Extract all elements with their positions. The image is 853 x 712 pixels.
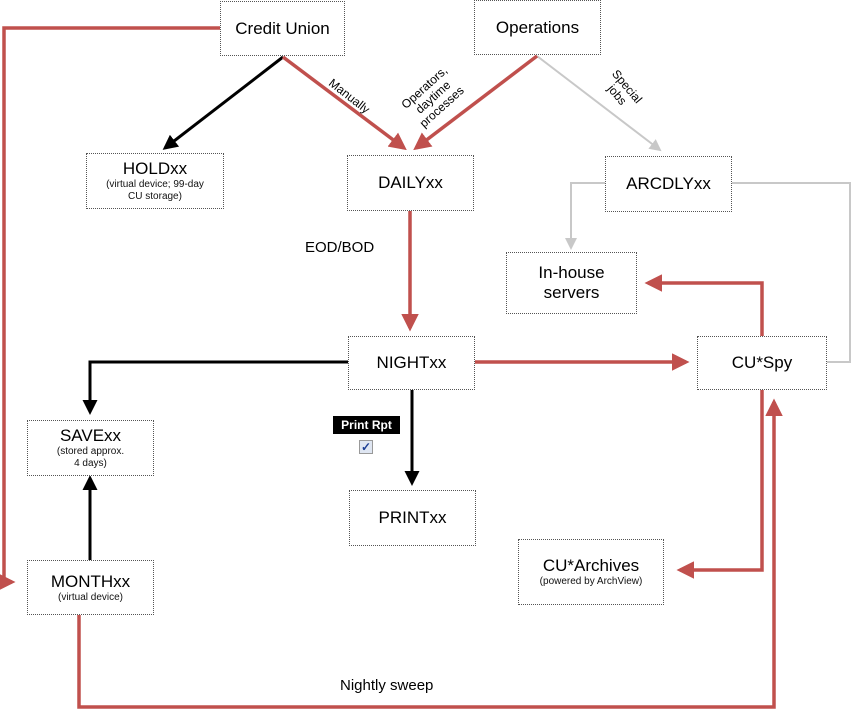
node-title: CU*Archives [542,556,640,575]
node-monthxx[interactable]: MONTHxx (virtual device) [27,560,154,615]
edge-operations-arcdly [536,55,662,152]
edge-month-cuspy [77,398,783,709]
node-subtitle: 4 days) [74,458,107,469]
node-title: CU*Spy [731,353,793,372]
node-subtitle: (stored approx. [56,446,125,457]
edge-arcdly-cuspy [731,182,851,368]
node-printxx[interactable]: PRINTxx [349,490,476,546]
node-nightxx[interactable]: NIGHTxx [348,336,475,390]
node-savexx[interactable]: SAVExx (stored approx. 4 days) [27,420,154,476]
print-rpt-badge: Print Rpt [333,416,400,434]
edge-ops-daily [413,54,539,151]
node-arcdlyxx[interactable]: ARCDLYxx [605,156,732,212]
node-title: servers [543,283,600,302]
label-nightly-sweep: Nightly sweep [340,677,434,694]
node-dailyxx[interactable]: DAILYxx [347,155,474,211]
edge-night-save [82,360,348,415]
node-title: DAILYxx [378,173,443,192]
edge-cu-hold [162,55,284,150]
node-inhouse-servers[interactable]: In-house servers [506,252,637,314]
node-cuspy[interactable]: CU*Spy [697,336,827,390]
node-cuarchives[interactable]: CU*Archives (powered by ArchView) [518,539,664,605]
node-title: Credit Union [235,18,330,38]
node-title: In-house [538,263,605,282]
edge-cu-month [0,26,220,591]
edge-cuspy-inhouse [644,274,764,336]
node-title: SAVExx [59,426,122,445]
node-subtitle: CU storage) [128,191,182,202]
node-title: PRINTxx [378,508,447,527]
node-title: NIGHTxx [376,353,447,372]
node-title: MONTHxx [50,571,131,591]
node-title: HOLDxx [122,159,188,178]
node-subtitle: (powered by ArchView) [539,576,643,587]
node-subtitle: (virtual device; 99-day [106,179,204,190]
edge-arcdly-inhouse [565,182,605,250]
node-holdxx[interactable]: HOLDxx (virtual device; 99-day CU storag… [86,153,224,209]
node-title: Operations [495,17,580,37]
edge-cuspy-archives [676,390,764,579]
node-subtitle: (virtual device) [57,591,124,603]
node-title: ARCDLYxx [626,174,711,193]
print-rpt-checkbox[interactable]: ✓ [359,440,373,454]
label-eod-bod: EOD/BOD [305,239,375,256]
node-credit-union[interactable]: Credit Union [220,1,345,56]
node-operations[interactable]: Operations [474,0,601,55]
edge-cu-daily [281,55,407,151]
